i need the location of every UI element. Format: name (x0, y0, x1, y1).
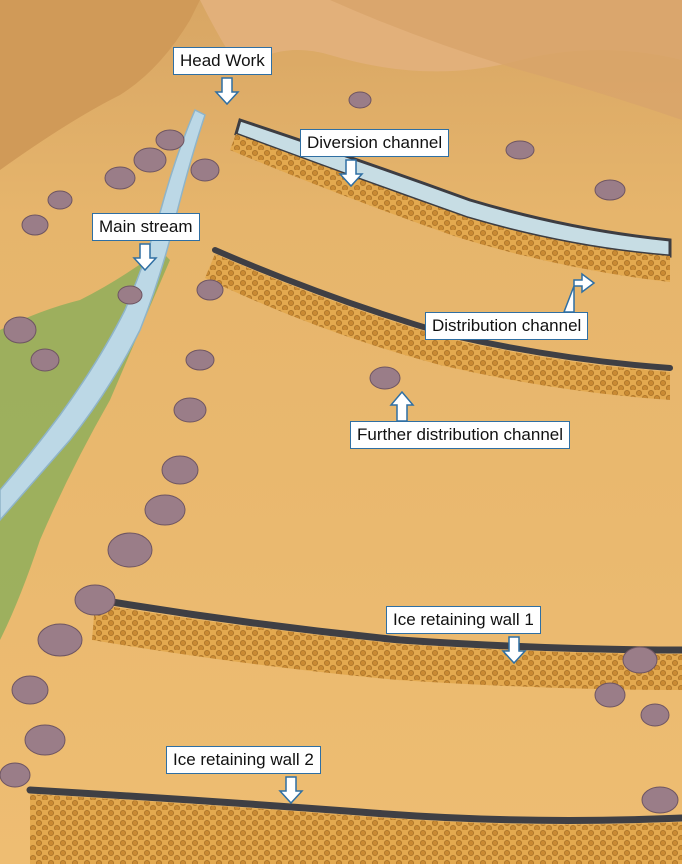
label-distribution-channel: Distribution channel (425, 312, 588, 340)
label-further-distribution-channel: Further distribution channel (350, 421, 570, 449)
label-main-stream: Main stream (92, 213, 200, 241)
label-head-work: Head Work (173, 47, 272, 75)
label-diversion-channel: Diversion channel (300, 129, 449, 157)
label-ice-retaining-wall-2: Ice retaining wall 2 (166, 746, 321, 774)
label-ice-retaining-wall-1: Ice retaining wall 1 (386, 606, 541, 634)
